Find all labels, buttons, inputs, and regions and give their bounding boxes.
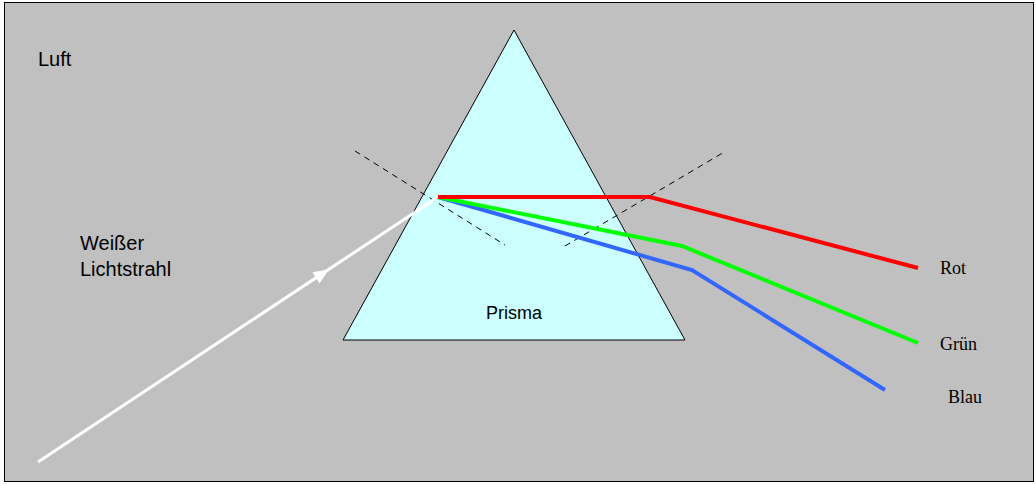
ray-arrowhead bbox=[313, 270, 328, 283]
color-label: Blau bbox=[948, 386, 982, 408]
prism-outline bbox=[343, 30, 685, 340]
prism-shape bbox=[343, 30, 685, 340]
ray-label: Weißer Lichtstrahl bbox=[80, 230, 200, 282]
green-ray bbox=[438, 197, 918, 343]
prism-triangle: Prisma bbox=[343, 30, 685, 340]
color-label: Rot bbox=[940, 257, 966, 279]
blue-ray bbox=[438, 197, 885, 390]
region-label: Luft bbox=[38, 48, 71, 71]
red-ray bbox=[438, 197, 918, 268]
air-region: LuftPrisma bbox=[4, 2, 1034, 482]
white-ray bbox=[38, 197, 438, 462]
color-label: Grün bbox=[940, 333, 977, 355]
prism-label: Prisma bbox=[343, 303, 685, 324]
